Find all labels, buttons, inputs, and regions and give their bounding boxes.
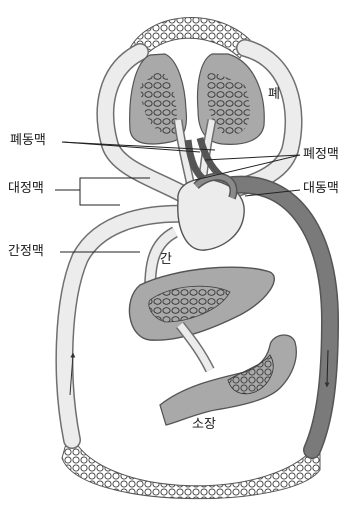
liver-label: 간 (160, 253, 172, 266)
lung-label: 폐 (268, 88, 280, 101)
aorta-label: 대동맥 (303, 182, 339, 195)
hepatic-vein-label: 간정맥 (8, 245, 44, 258)
small-intestine (160, 335, 296, 425)
vena-cava-label: 대정맥 (8, 182, 44, 195)
lower-body-capillary-network (62, 430, 320, 499)
heart (178, 177, 244, 251)
pulmonary-artery-label: 폐동맥 (10, 134, 46, 147)
pulmonary-vein-label: 폐정맥 (303, 148, 339, 161)
small-intestine-label: 소장 (192, 418, 216, 431)
